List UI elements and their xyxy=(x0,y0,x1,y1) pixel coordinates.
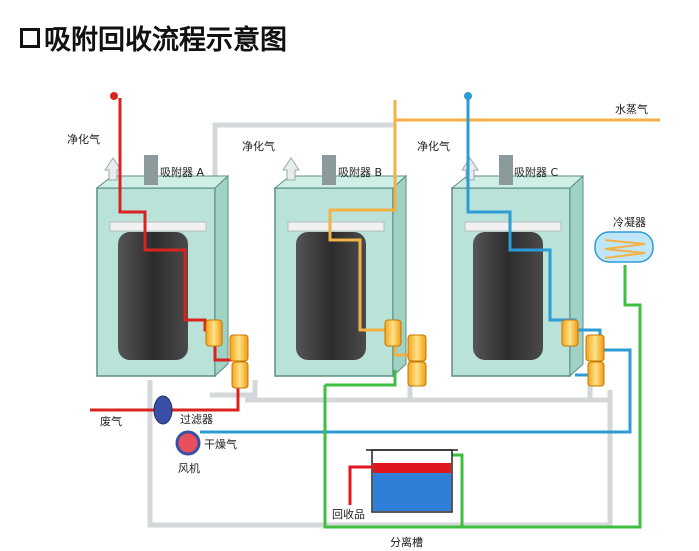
condenser xyxy=(594,231,654,263)
vent-lines xyxy=(147,122,613,528)
checkbox-icon xyxy=(20,27,40,48)
label-purified-gas-a: 净化气 xyxy=(67,132,100,146)
adsorber-a xyxy=(95,155,230,378)
separation-tank xyxy=(366,449,458,513)
arrow-up-icon xyxy=(282,157,300,181)
label-adsorber-c: 吸附器 C xyxy=(514,165,558,179)
waste-outlet-dot xyxy=(110,92,118,100)
valves xyxy=(205,319,605,389)
label-filter: 过滤器 xyxy=(180,413,213,426)
label-steam: 水蒸气 xyxy=(615,102,648,116)
steam-outlet-dot xyxy=(464,92,472,100)
label-recovered-product: 回收品 xyxy=(332,507,365,521)
adsorber-b xyxy=(273,155,408,378)
label-fan: 风机 xyxy=(178,461,200,475)
label-adsorber-b: 吸附器 B xyxy=(338,165,382,179)
arrow-up-icon xyxy=(104,157,122,181)
title-text: 吸附回收流程示意图 xyxy=(44,25,287,56)
page-title: 吸附回收流程示意图 xyxy=(20,18,287,57)
label-adsorber-a: 吸附器 A xyxy=(160,165,204,179)
condensate-line xyxy=(323,265,642,529)
fan-icon xyxy=(175,430,201,456)
label-dry-gas: 干燥气 xyxy=(204,437,237,451)
arrow-up-icon xyxy=(461,157,479,181)
label-separation-tank: 分离槽 xyxy=(390,535,423,549)
filter-icon xyxy=(153,395,173,425)
return-line-bottom xyxy=(147,380,613,528)
vent-line-ab xyxy=(212,122,390,190)
label-purified-gas-c: 净化气 xyxy=(417,139,450,153)
label-waste-gas: 废气 xyxy=(100,414,122,428)
label-condenser: 冷凝器 xyxy=(613,215,646,229)
label-purified-gas-b: 净化气 xyxy=(242,139,275,153)
product-outlet-line xyxy=(348,465,373,505)
